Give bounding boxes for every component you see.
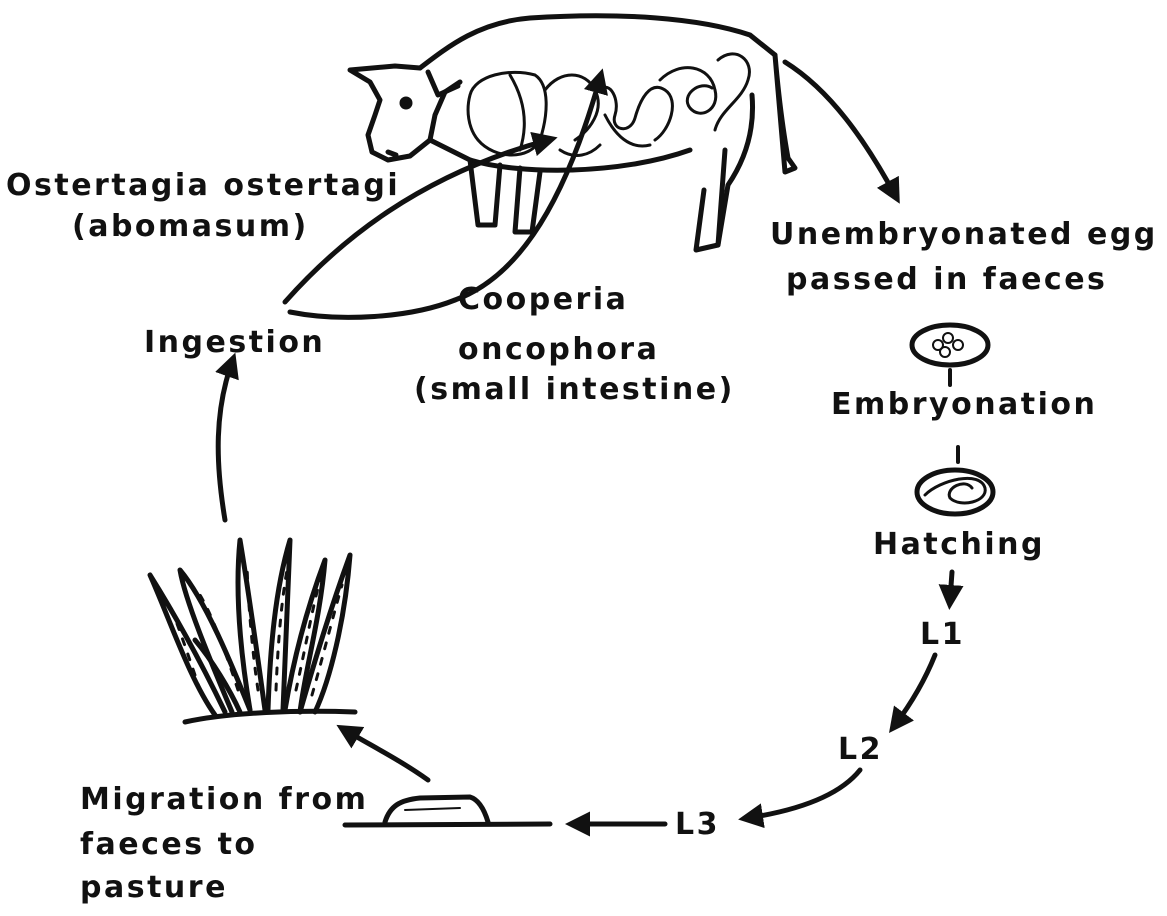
egg-label-line1: Unembryonated egg xyxy=(770,220,1158,250)
l1-label: L1 xyxy=(920,620,965,650)
embryonated-egg-icon xyxy=(917,447,993,514)
l2-label: L2 xyxy=(838,735,883,765)
ingestion-label: Ingestion xyxy=(144,328,325,358)
cooperia-name-line1: Cooperia xyxy=(458,285,628,315)
embryonation-label: Embryonation xyxy=(831,390,1097,420)
faeces-pat-icon xyxy=(345,797,550,825)
migration-label-line3: pasture xyxy=(80,873,228,903)
cow-icon xyxy=(350,16,795,250)
l3-label: L3 xyxy=(675,810,720,840)
ostertagia-name: Ostertagia ostertagi xyxy=(6,171,400,201)
hatching-label: Hatching xyxy=(873,530,1045,560)
cooperia-site: (small intestine) xyxy=(414,375,735,405)
grass-icon xyxy=(150,540,355,722)
migration-label-line2: faeces to xyxy=(80,830,258,860)
organs-icon xyxy=(468,54,749,156)
ostertagia-site: (abomasum) xyxy=(72,212,309,242)
migration-label-line1: Migration from xyxy=(80,785,368,815)
egg-icon xyxy=(912,325,988,365)
egg-label-line2: passed in faeces xyxy=(786,265,1107,295)
cooperia-name-line2: oncophora xyxy=(458,335,659,365)
